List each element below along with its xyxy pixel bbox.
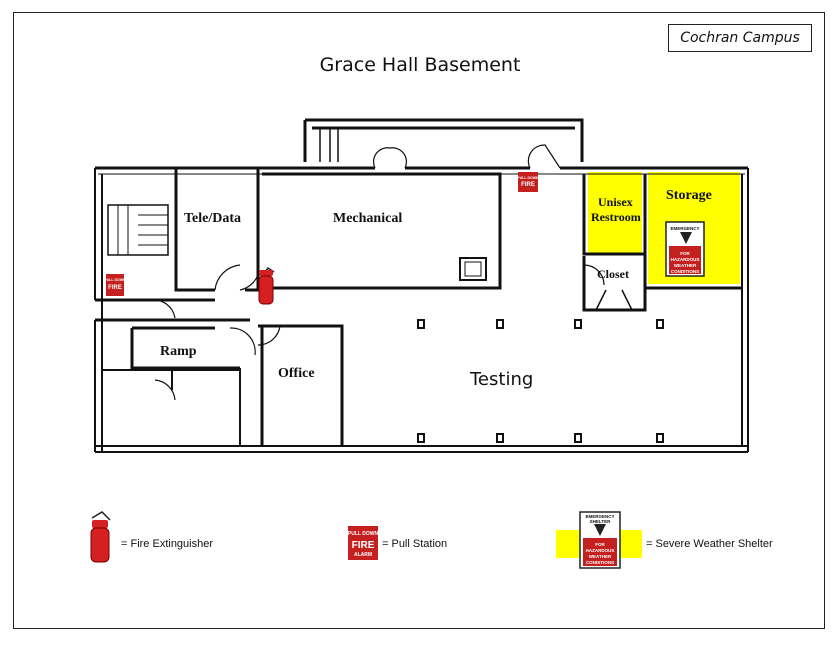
campus-label: Cochran Campus (668, 24, 812, 52)
svg-text:EMERGENCY: EMERGENCY (585, 514, 614, 519)
room-label-tele-data: Tele/Data (184, 211, 242, 226)
outer-wall-right (741, 168, 749, 452)
legend-severe-weather-shelter-icon: EMERGENCY SHELTER FOR HAZARDOUS WEATHER … (556, 511, 642, 569)
legend-label-severe-weather-shelter: = Severe Weather Shelter (646, 538, 773, 550)
room-label-ramp: Ramp (160, 344, 197, 359)
room-label-closet: Closet (597, 267, 629, 281)
door-swings (149, 144, 605, 401)
outer-wall-bottom (95, 445, 748, 453)
svg-text:EMERGENCY: EMERGENCY (670, 226, 699, 231)
map-border (13, 12, 825, 629)
room-label-testing: Testing (470, 369, 534, 390)
svg-text:PULL DOWN: PULL DOWN (348, 531, 379, 537)
ramp-walls (130, 326, 240, 370)
svg-text:FOR: FOR (680, 251, 690, 256)
svg-text:FIRE: FIRE (108, 285, 122, 291)
svg-text:HAZARDOUS: HAZARDOUS (586, 548, 615, 553)
svg-text:PULL DOWN: PULL DOWN (517, 176, 539, 180)
map-title: Grace Hall Basement (319, 54, 521, 76)
office-walls (258, 324, 344, 446)
outer-wall-left (94, 168, 103, 452)
columns (417, 319, 664, 443)
tele-data-walls (174, 168, 262, 292)
mechanical-walls (262, 172, 502, 290)
room-label-storage: Storage (666, 188, 712, 203)
svg-text:HAZARDOUS: HAZARDOUS (671, 257, 700, 262)
svg-text:FOR: FOR (595, 542, 605, 547)
upper-corridor-wall (303, 118, 584, 162)
room-label-office: Office (278, 366, 315, 381)
legend-label-fire-extinguisher: = Fire Extinguisher (121, 538, 214, 550)
svg-text:CONDITIONS: CONDITIONS (586, 560, 614, 565)
unisex-restroom-shelter-area (588, 172, 642, 254)
legend-pull-station-icon: PULL DOWN FIRE ALARM (348, 526, 379, 560)
svg-text:FIRE: FIRE (352, 540, 375, 551)
mechanical-unit (459, 257, 487, 281)
fire-extinguisher-icon (258, 266, 275, 305)
legend-fire-extinguisher-icon (90, 511, 111, 563)
stairwell (107, 204, 169, 256)
lower-left-walls (102, 368, 241, 446)
svg-text:FIRE: FIRE (521, 182, 535, 188)
room-label-unisex: Unisex (598, 195, 633, 209)
pull-station-icon: PULL DOWN FIRE (104, 274, 126, 296)
closet-walls (582, 256, 647, 312)
pull-station-icon: PULL DOWN FIRE (517, 172, 539, 192)
svg-text:WEATHER: WEATHER (589, 554, 612, 559)
svg-text:CONDITIONS: CONDITIONS (671, 269, 699, 274)
stair-rails (319, 128, 339, 162)
room-label-restroom: Restroom (591, 210, 641, 224)
storage-shelter-sign: EMERGENCY FOR HAZARDOUS WEATHER CONDITIO… (665, 221, 705, 277)
legend-label-pull-station: = Pull Station (382, 538, 448, 550)
room-label-mechanical: Mechanical (333, 211, 403, 226)
svg-text:SHELTER: SHELTER (590, 519, 611, 524)
svg-text:PULL DOWN: PULL DOWN (104, 278, 126, 282)
closet-doors (595, 289, 633, 311)
svg-text:ALARM: ALARM (354, 552, 372, 558)
svg-text:WEATHER: WEATHER (674, 263, 697, 268)
